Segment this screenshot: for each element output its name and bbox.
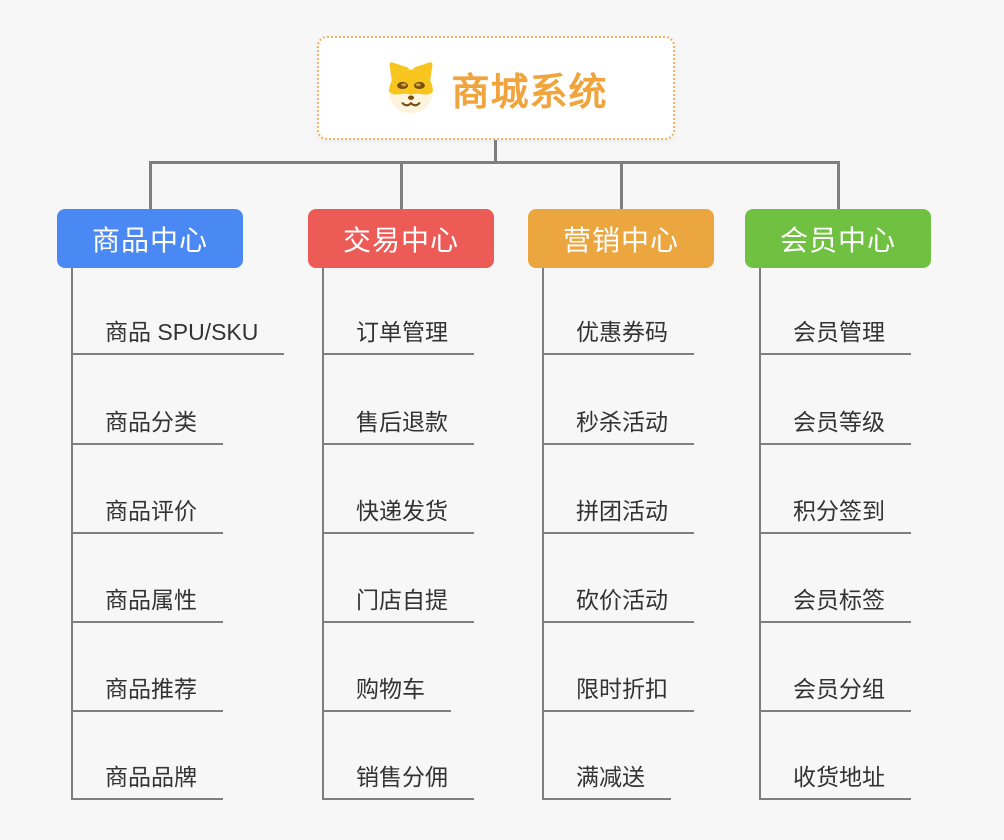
sub-topic[interactable]: 商品品牌 xyxy=(71,762,223,800)
sub-topic-label: 订单管理 xyxy=(356,319,448,345)
sub-topic[interactable]: 商品属性 xyxy=(71,585,223,623)
sub-topic-label: 商品品牌 xyxy=(105,764,197,790)
sub-topic-label: 满减送 xyxy=(576,764,645,790)
branch-connector-stem xyxy=(619,161,623,209)
branch-topic[interactable]: 商品中心 xyxy=(57,209,243,268)
sub-topic[interactable]: 优惠券码 xyxy=(542,317,694,355)
sub-topic-label: 购物车 xyxy=(356,676,425,702)
sub-topic[interactable]: 门店自提 xyxy=(322,585,474,623)
branch-child-line xyxy=(71,268,73,800)
sub-topic[interactable]: 秒杀活动 xyxy=(542,407,694,445)
sub-topic[interactable]: 销售分佣 xyxy=(322,762,474,800)
sub-topic[interactable]: 会员标签 xyxy=(759,585,911,623)
doge-icon xyxy=(384,61,438,115)
branch-topic-label: 会员中心 xyxy=(779,224,896,256)
sub-topic[interactable]: 限时折扣 xyxy=(542,674,694,712)
root-topic-label: 商城系统 xyxy=(451,71,608,114)
sub-topic[interactable]: 售后退款 xyxy=(322,407,474,445)
sub-topic-label: 商品 SPU/SKU xyxy=(105,319,259,345)
branch-child-line xyxy=(322,268,324,800)
sub-topic[interactable]: 购物车 xyxy=(322,674,451,712)
sub-topic[interactable]: 拼团活动 xyxy=(542,496,694,534)
sub-topic[interactable]: 快递发货 xyxy=(322,496,474,534)
branch-child-line xyxy=(759,268,761,800)
sub-topic[interactable]: 满减送 xyxy=(542,762,671,800)
sub-topic-label: 商品属性 xyxy=(105,587,197,613)
root-topic[interactable]: 商城系统 xyxy=(317,36,675,140)
sub-topic[interactable]: 收货地址 xyxy=(759,762,911,800)
sub-topic[interactable]: 商品评价 xyxy=(71,496,223,534)
sub-topic-label: 优惠券码 xyxy=(576,319,668,345)
sub-topic-label: 门店自提 xyxy=(356,587,448,613)
sub-topic[interactable]: 砍价活动 xyxy=(542,585,694,623)
branch-connector-stem xyxy=(836,161,840,209)
sub-topic[interactable]: 积分签到 xyxy=(759,496,911,534)
sub-topic-label: 限时折扣 xyxy=(576,676,668,702)
branch-topic[interactable]: 交易中心 xyxy=(308,209,494,268)
branch-connector-stem xyxy=(399,161,403,209)
branch-topic-label: 商品中心 xyxy=(91,224,208,256)
sub-topic-label: 砍价活动 xyxy=(576,587,668,613)
sub-topic[interactable]: 商品推荐 xyxy=(71,674,223,712)
branch-child-line xyxy=(542,268,544,800)
sub-topic-label: 收货地址 xyxy=(793,764,885,790)
branch-topic-label: 营销中心 xyxy=(562,224,679,256)
sub-topic-label: 积分签到 xyxy=(793,498,885,524)
branch-topic[interactable]: 会员中心 xyxy=(745,209,931,268)
sub-topic-label: 售后退款 xyxy=(356,409,448,435)
sub-topic-label: 会员管理 xyxy=(793,319,885,345)
branch-topic[interactable]: 营销中心 xyxy=(528,209,714,268)
sub-topic-label: 销售分佣 xyxy=(356,764,448,790)
branch-connector-stem xyxy=(148,161,152,209)
sub-topic[interactable]: 会员管理 xyxy=(759,317,911,355)
sub-topic[interactable]: 商品 SPU/SKU xyxy=(71,317,285,355)
sub-topic[interactable]: 订单管理 xyxy=(322,317,474,355)
branch-connector-bar xyxy=(149,161,840,164)
branch-topic-label: 交易中心 xyxy=(342,224,459,256)
sub-topic-label: 商品推荐 xyxy=(105,676,197,702)
sub-topic-label: 商品分类 xyxy=(105,409,197,435)
sub-topic[interactable]: 会员等级 xyxy=(759,407,911,445)
sub-topic[interactable]: 商品分类 xyxy=(71,407,223,445)
root-connector-stem xyxy=(494,139,497,164)
sub-topic-label: 秒杀活动 xyxy=(576,409,668,435)
sub-topic-label: 商品评价 xyxy=(105,498,197,524)
sub-topic-label: 会员标签 xyxy=(793,587,885,613)
sub-topic-label: 快递发货 xyxy=(356,498,448,524)
sub-topic-label: 拼团活动 xyxy=(576,498,668,524)
sub-topic-label: 会员等级 xyxy=(793,409,885,435)
sub-topic-label: 会员分组 xyxy=(793,676,885,702)
sub-topic[interactable]: 会员分组 xyxy=(759,674,911,712)
